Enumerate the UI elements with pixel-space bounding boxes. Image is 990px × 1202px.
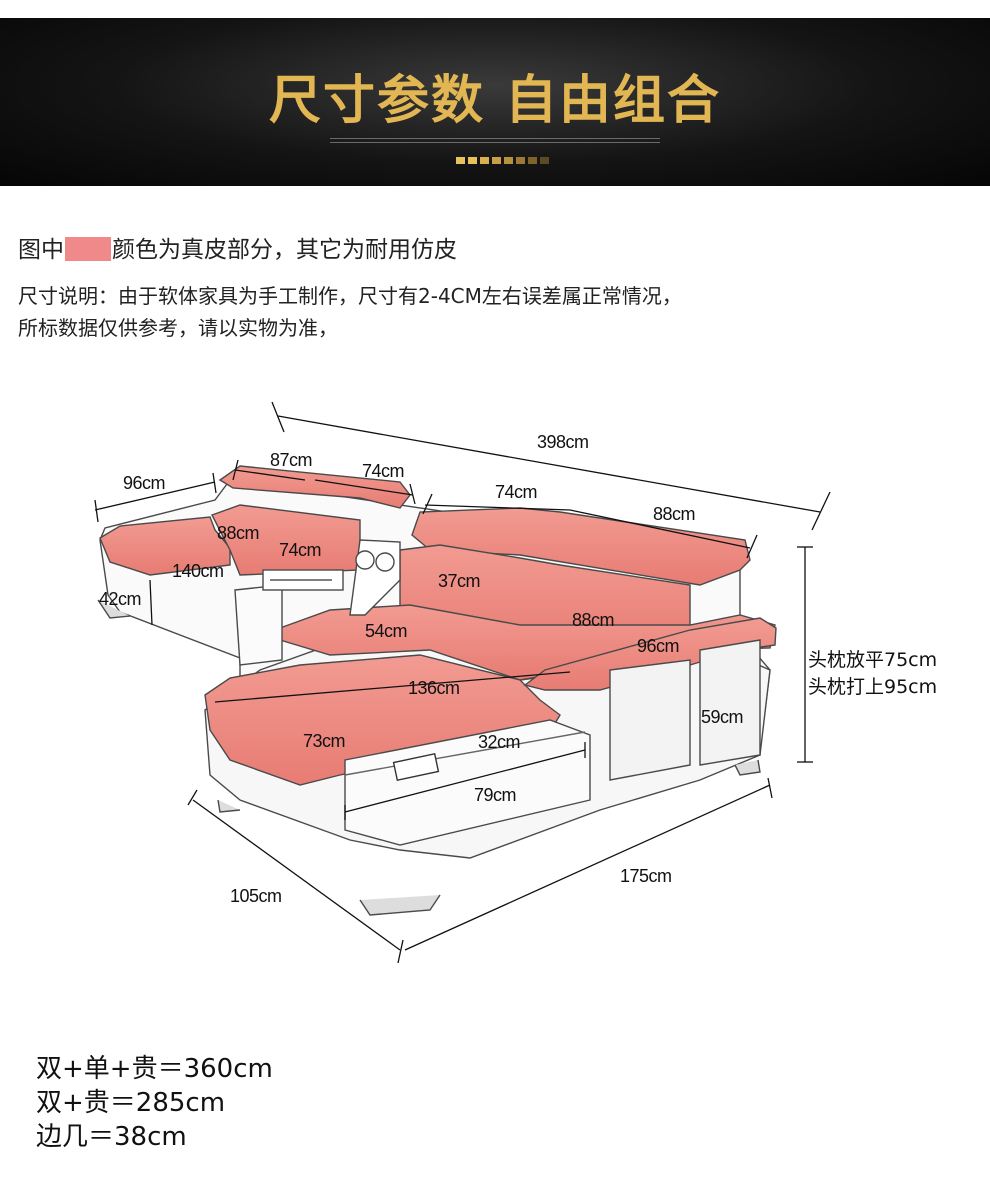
banner-dot: [468, 157, 477, 164]
dim-54: 54cm: [365, 621, 407, 641]
dim-88-top-right: 88cm: [653, 504, 695, 524]
dim-140: 140cm: [172, 561, 224, 581]
dim-79: 79cm: [474, 785, 516, 805]
banner-dot-strip: [456, 157, 549, 165]
header-banner: 尺寸参数 自由组合: [0, 18, 990, 186]
dim-42: 42cm: [99, 589, 141, 609]
dim-88-back: 88cm: [572, 610, 614, 630]
dim-105: 105cm: [230, 886, 282, 906]
banner-decorative-lines: [330, 138, 660, 146]
dim-37: 37cm: [438, 571, 480, 591]
banner-dot: [540, 157, 549, 164]
banner-dot: [516, 157, 525, 164]
dim-136: 136cm: [408, 678, 460, 698]
dimension-labels: 398cm 96cm 87cm 74cm 74cm 88cm 88cm 74cm…: [99, 432, 937, 906]
dim-74-top-mid: 74cm: [362, 461, 404, 481]
dim-87: 87cm: [270, 450, 312, 470]
dim-88-seat: 88cm: [217, 523, 259, 543]
banner-dot: [480, 157, 489, 164]
dim-total-length: 398cm: [537, 432, 589, 452]
combination-summary: 双+单+贵＝360cm 双+贵＝285cm 边几＝38cm: [36, 1052, 273, 1154]
headrest-up-height: 头枕打上95cm: [808, 676, 937, 698]
banner-dot: [492, 157, 501, 164]
banner-dot: [504, 157, 513, 164]
note-suffix: 颜色为真皮部分，其它为耐用仿皮: [112, 237, 457, 263]
summary-line-3: 边几＝38cm: [36, 1122, 187, 1152]
leather-color-swatch: [65, 237, 111, 261]
dim-96-arm: 96cm: [637, 636, 679, 656]
summary-line-1: 双+单+贵＝360cm: [36, 1054, 273, 1084]
dim-74-seat: 74cm: [279, 540, 321, 560]
banner-dot: [528, 157, 537, 164]
dim-74-top-right: 74cm: [495, 482, 537, 502]
size-explanation-line2: 所标数据仅供参考，请以实物为准，: [18, 316, 338, 340]
dim-32: 32cm: [478, 732, 520, 752]
dim-73: 73cm: [303, 731, 345, 751]
headrest-flat-height: 头枕放平75cm: [808, 649, 937, 671]
size-explanation-line1: 尺寸说明：由于软体家具为手工制作，尺寸有2-4CM左右误差属正常情况，: [18, 284, 682, 308]
dim-175: 175cm: [620, 866, 672, 886]
leather-color-note: 图中 颜色为真皮部分，其它为耐用仿皮: [18, 230, 457, 264]
summary-line-2: 双+贵＝285cm: [36, 1088, 226, 1118]
sofa-dimension-diagram: 398cm 96cm 87cm 74cm 74cm 88cm 88cm 74cm…: [94, 401, 937, 964]
dimension-lines: [94, 401, 831, 964]
banner-dot: [456, 157, 465, 164]
note-prefix: 图中: [18, 237, 64, 263]
dim-59: 59cm: [701, 707, 743, 727]
banner-title: 尺寸参数 自由组合: [268, 71, 722, 131]
dim-96-left: 96cm: [123, 473, 165, 493]
